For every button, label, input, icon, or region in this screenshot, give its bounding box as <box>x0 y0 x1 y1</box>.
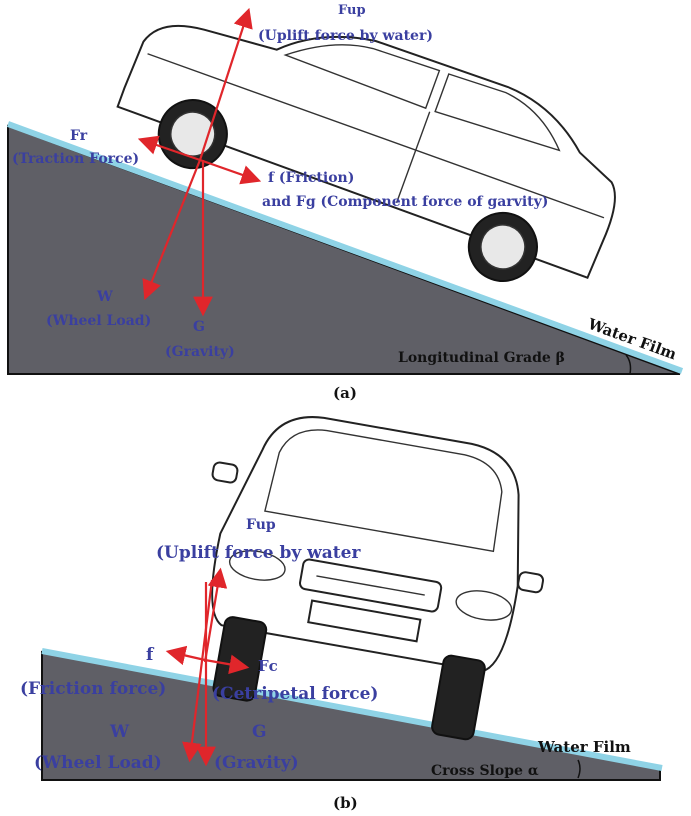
panel-a: Fup (Uplift force by water) Fr (Traction… <box>6 3 684 402</box>
label-fup-desc-b: (Uplift force by water <box>156 543 361 563</box>
label-w-desc-a: (Wheel Load) <box>46 313 151 329</box>
label-f-b: f <box>146 645 155 665</box>
arrow-uplift-a <box>198 7 253 161</box>
label-fup-b: Fup <box>246 517 276 533</box>
arrow-centripetal <box>204 654 250 675</box>
label-f-desc-b: (Friction force) <box>20 679 166 699</box>
label-friction-a: f (Friction) <box>268 170 354 186</box>
arrow-wheel-load-b <box>182 579 214 763</box>
arrow-traction <box>137 135 201 162</box>
caption-a: (a) <box>333 384 357 402</box>
water-film-b <box>41 648 663 771</box>
label-g-desc-b: (Gravity) <box>214 753 299 773</box>
label-fr: Fr <box>70 128 88 144</box>
label-fup-desc-a: (Uplift force by water) <box>258 28 433 44</box>
cross-slope-angle-marker <box>577 759 581 779</box>
arrow-friction-b <box>165 645 206 666</box>
arrow-friction-a <box>199 158 262 185</box>
caption-b: (b) <box>333 794 358 812</box>
label-fr-desc: (Traction Force) <box>12 151 139 167</box>
car-side-view <box>116 24 616 282</box>
label-longitudinal-grade: Longitudinal Grade β <box>398 350 565 366</box>
car-front-view <box>211 416 545 741</box>
label-g-b: G <box>252 722 267 742</box>
arrow-wheel-load-a <box>142 159 202 301</box>
label-w-desc-b: (Wheel Load) <box>34 753 162 773</box>
label-w-a: W <box>96 289 113 305</box>
label-g-desc-a: (Gravity) <box>165 344 235 360</box>
label-g-a: G <box>193 319 205 335</box>
label-w-b: W <box>109 722 130 742</box>
water-film-a <box>6 121 684 374</box>
panel-b: Fup (Uplift force by water f (Friction f… <box>20 416 663 812</box>
label-fup-a: Fup <box>338 3 366 18</box>
grade-angle-marker <box>625 354 632 375</box>
label-gravity-component: and Fg (Component force of garvity) <box>262 194 548 210</box>
label-fc: Fc <box>258 657 278 675</box>
label-water-film-b: Water Film <box>537 738 631 756</box>
label-fc-desc: (Cetripetal force) <box>212 684 378 704</box>
arrow-uplift-b <box>203 567 228 663</box>
label-cross-slope: Cross Slope α <box>431 763 539 779</box>
